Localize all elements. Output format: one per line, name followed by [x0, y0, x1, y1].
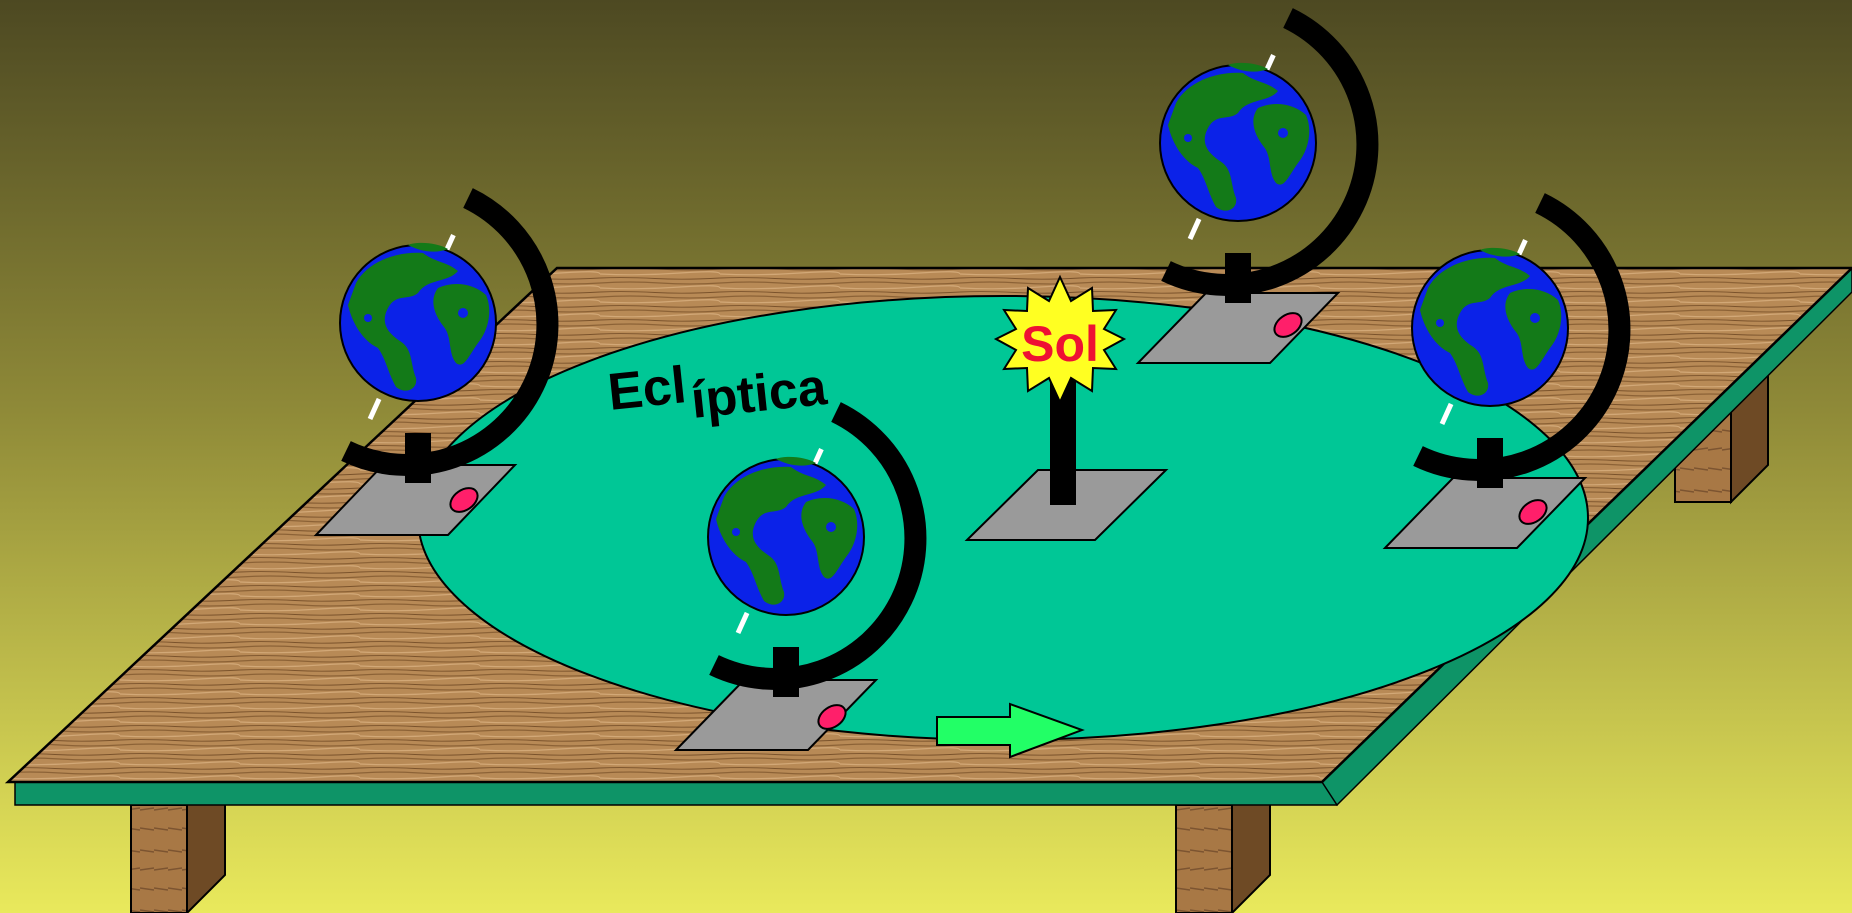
globe-icon — [1412, 248, 1568, 406]
globe-icon — [340, 243, 496, 401]
globe-icon — [708, 457, 864, 615]
ecliptic-label-part1: Ecl — [605, 356, 689, 422]
sun-label: Sol — [1021, 316, 1099, 372]
globe-icon — [1160, 63, 1316, 221]
